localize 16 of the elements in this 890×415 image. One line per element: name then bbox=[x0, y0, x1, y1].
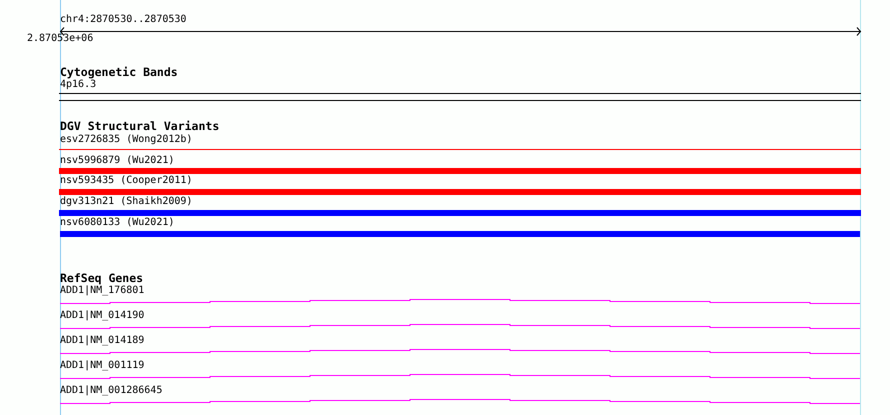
axis-tick-label: 2.87053e+06 bbox=[27, 33, 94, 44]
feature-label: 4p16.3 bbox=[60, 79, 96, 90]
feature-label: nsv593435 (Cooper2011) bbox=[60, 175, 192, 186]
feature-label: nsv6080133 (Wu2021) bbox=[60, 217, 174, 228]
coordinate-title: chr4:2870530..2870530 bbox=[60, 14, 186, 25]
gene-label: ADD1|NM_014190 bbox=[60, 310, 144, 321]
track-title: RefSeq Genes bbox=[60, 272, 144, 285]
feature-label: nsv5996879 (Wu2021) bbox=[60, 155, 174, 166]
gene-label: ADD1|NM_001286645 bbox=[60, 385, 162, 396]
feature-label: dgv313n21 (Shaikh2009) bbox=[60, 196, 192, 207]
gene-label: ADD1|NM_014189 bbox=[60, 335, 144, 346]
track-title: DGV Structural Variants bbox=[60, 120, 220, 133]
feature-label: esv2726835 (Wong2012b) bbox=[60, 134, 192, 145]
gene-label: ADD1|NM_176801 bbox=[60, 285, 144, 296]
gene-label: ADD1|NM_001119 bbox=[60, 360, 144, 371]
track-title: Cytogenetic Bands bbox=[60, 66, 178, 79]
